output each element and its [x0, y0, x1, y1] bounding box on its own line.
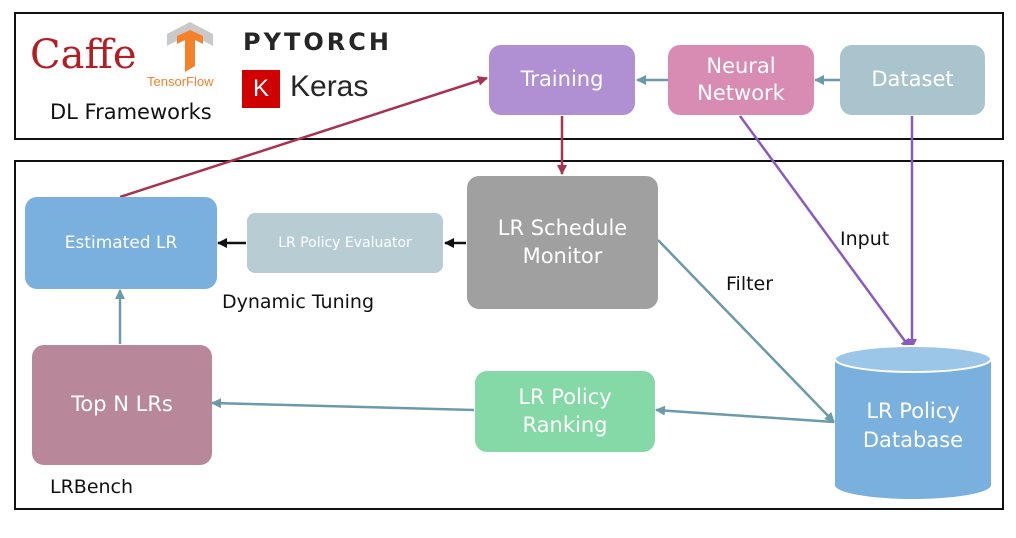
policy-database-label: LR Policy Database [862, 399, 964, 453]
training-node: Training [489, 45, 635, 115]
policy-ranking-label: LR Policy Ranking [518, 385, 612, 437]
tensorflow-icon [167, 22, 213, 72]
dataset-label: Dataset [871, 67, 954, 92]
top-n-lrs-label: Top N LRs [71, 392, 173, 417]
neural-network-label: Neural Network [697, 53, 785, 105]
database-cylinder-icon [834, 345, 992, 499]
arrow-database-to-ranking [655, 405, 835, 424]
schedule-monitor-label: LR Schedule Monitor [497, 216, 628, 268]
arrow-monitor-to-database [657, 239, 835, 423]
keras-logo: Keras [290, 70, 369, 103]
schedule-monitor-node: LR Schedule Monitor [467, 176, 658, 309]
dynamic-tuning-label: Dynamic Tuning [222, 291, 375, 313]
policy-ranking-node: LR Policy Ranking [475, 371, 655, 452]
estimated-lr-label: Estimated LR [64, 232, 178, 253]
neural-network-node: Neural Network [668, 45, 814, 115]
frameworks-caption: DL Frameworks [50, 100, 212, 124]
pytorch-logo: PYTORCH [243, 28, 392, 56]
arrow-estimated-to-training [119, 76, 488, 199]
dataset-node: Dataset [840, 45, 985, 115]
policy-evaluator-label: LR Policy Evaluator [278, 234, 412, 251]
lrbench-caption: LRBench [50, 476, 134, 498]
tensorflow-wordmark: TensorFlow [147, 74, 214, 89]
arrow-ranking-to-topn [211, 398, 475, 412]
tensorflow-logo: TensorFlow [145, 22, 235, 92]
training-label: Training [520, 67, 604, 92]
arrow-network-to-database [738, 115, 912, 349]
keras-badge-icon: K [242, 70, 280, 108]
input-label: Input [840, 228, 890, 250]
filter-label: Filter [726, 273, 774, 295]
top-n-lrs-node: Top N LRs [32, 345, 212, 465]
policy-evaluator-node: LR Policy Evaluator [247, 213, 443, 273]
estimated-lr-node: Estimated LR [25, 197, 217, 289]
policy-database-node: LR Policy Database [834, 345, 992, 501]
caffe-logo: Caffe [30, 32, 137, 78]
